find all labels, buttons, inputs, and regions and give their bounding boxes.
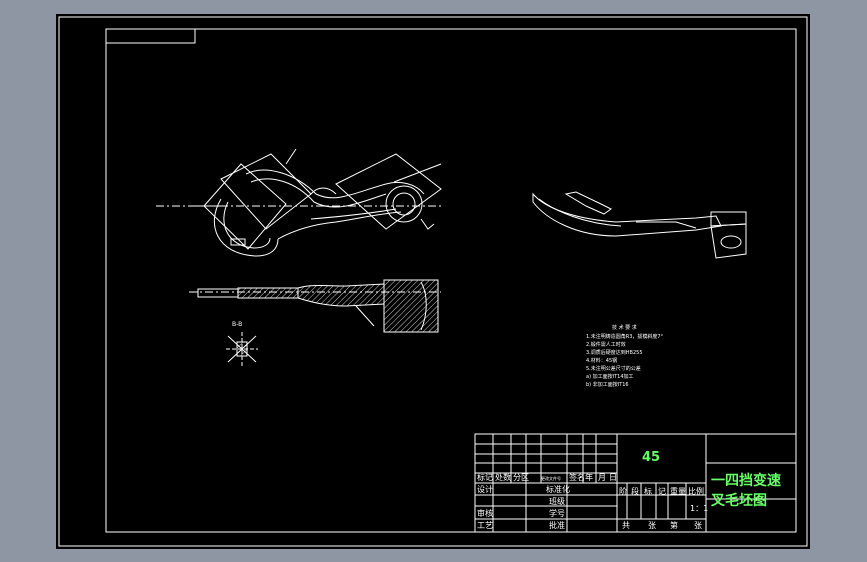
arm-upper-inner	[250, 178, 387, 208]
tech-note-6: a) 加工面按IT14加工	[586, 374, 634, 380]
tb-day: 日	[609, 473, 617, 482]
arm-section	[297, 283, 385, 307]
tech-notes-heading: 技 术 要 求	[612, 325, 637, 331]
drawing-title-2: 叉毛坯图	[711, 493, 767, 509]
tech-note-2: 2.锻件需人工时效	[586, 342, 626, 348]
jaw-pad	[230, 238, 246, 246]
hub-curve	[420, 281, 427, 331]
tech-note-3: 3.调质后硬度达到HB255	[586, 350, 643, 356]
tb-stage-3: 标	[644, 487, 652, 496]
fork-jaw-outer	[213, 198, 279, 257]
drawing-sheet: B-B 技 术 要 求 1.未注明铸造圆角R3，拔模斜度7° 2.锻件需人工时效…	[56, 14, 810, 549]
outer-border	[58, 16, 808, 547]
tb-sign: 签名	[569, 473, 585, 482]
tb-designer: 设计	[477, 485, 493, 494]
tb-class: 班级	[549, 497, 565, 506]
tb-stage-1: 阶	[619, 487, 627, 496]
tb-standardization: 标准化	[546, 485, 570, 494]
hub-section	[383, 279, 439, 333]
section-bb	[226, 332, 258, 366]
slot	[310, 187, 337, 195]
arm-upper	[245, 169, 425, 199]
tb-process: 工艺	[477, 521, 493, 530]
tb-sheets-1: 共	[622, 521, 630, 530]
tb-scale-value: 1：1	[690, 504, 709, 513]
section-diag2	[227, 335, 257, 363]
inner-frame	[105, 28, 797, 533]
tech-note-7: b) 非加工面按IT16	[586, 382, 629, 388]
tech-note-1: 1.未注明铸造圆角R3，拔模斜度7°	[586, 334, 664, 340]
iso-hub-hole	[720, 235, 742, 249]
hub-outer	[385, 185, 423, 223]
tb-month: 月	[598, 473, 606, 482]
leader-2	[285, 148, 297, 165]
tech-note-4: 4.材料：45钢	[586, 358, 618, 364]
shaft-end	[197, 288, 239, 298]
diamond-left	[203, 163, 287, 250]
drawing-canvas	[58, 16, 808, 547]
tb-count: 处数	[495, 473, 511, 482]
top-view	[189, 279, 441, 333]
tb-stage-2: 段	[631, 487, 639, 496]
section-label: B-B	[232, 321, 243, 328]
iso-hub-face	[710, 223, 747, 259]
reference-box	[105, 28, 196, 44]
leader-1	[393, 163, 442, 183]
material-label: 45	[642, 450, 661, 465]
tb-stage-4: 记	[658, 487, 666, 496]
iso-arm	[532, 192, 722, 237]
title-block-grid	[474, 433, 797, 533]
tb-sheets-3: 第	[670, 521, 678, 530]
front-view	[156, 148, 442, 257]
tb-checker: 审核	[477, 509, 493, 518]
tb-mark: 标记	[477, 473, 493, 482]
arm-lower	[277, 211, 402, 240]
tech-note-5: 5.未注明公差尺寸的公差	[586, 366, 641, 372]
tb-scale-label: 比例	[688, 487, 704, 496]
iso-view	[532, 191, 747, 259]
iso-detail	[636, 221, 697, 229]
tb-approve: 批准	[549, 521, 565, 530]
drawing-title-1: 一四挡变速	[711, 473, 781, 489]
hub-tab	[420, 218, 435, 230]
tb-sheets-4: 张	[694, 521, 702, 530]
tb-student-id: 学号	[549, 509, 565, 518]
tb-change-doc: 更改文件号	[541, 476, 561, 481]
tb-year: 年	[585, 473, 593, 482]
top-leader	[355, 305, 375, 327]
tb-weight: 重量	[670, 487, 686, 496]
iso-arm-line	[538, 198, 622, 227]
diamond-right	[335, 153, 442, 230]
fork-jaw-inner	[223, 201, 271, 249]
tb-zone: 分区	[513, 473, 529, 482]
diamond-left2	[220, 153, 312, 230]
hub-inner	[392, 192, 416, 216]
tb-sheets-2: 张	[648, 521, 656, 530]
iso-tab	[564, 191, 612, 215]
shaft-mid	[237, 287, 299, 299]
